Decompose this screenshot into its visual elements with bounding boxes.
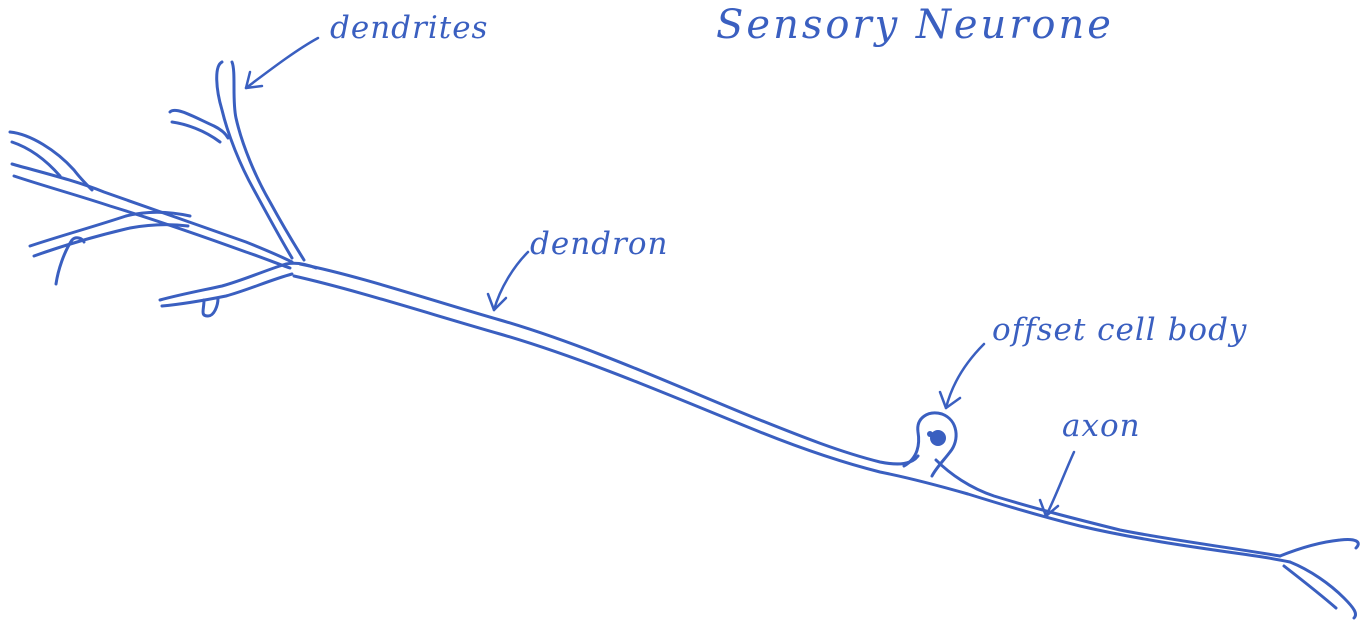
dendrites: [10, 62, 316, 316]
label-dendrites: dendrites: [330, 10, 488, 46]
diagram-title: Sensory Neurone: [716, 2, 1114, 48]
label-dendron-group: dendron: [488, 226, 668, 310]
label-dendrites-group: dendrites: [246, 10, 488, 88]
label-axon: axon: [1062, 408, 1141, 444]
arrow-dendron: [494, 252, 528, 310]
arrow-axon: [1046, 452, 1074, 516]
label-cell-body-group: offset cell body: [940, 312, 1247, 408]
label-cell-body: offset cell body: [992, 312, 1247, 348]
label-dendron: dendron: [530, 226, 668, 262]
cell-body: [904, 413, 956, 476]
arrow-cell-body: [946, 344, 984, 408]
arrow-dendrites: [246, 38, 318, 88]
label-axon-group: axon: [1040, 408, 1141, 516]
